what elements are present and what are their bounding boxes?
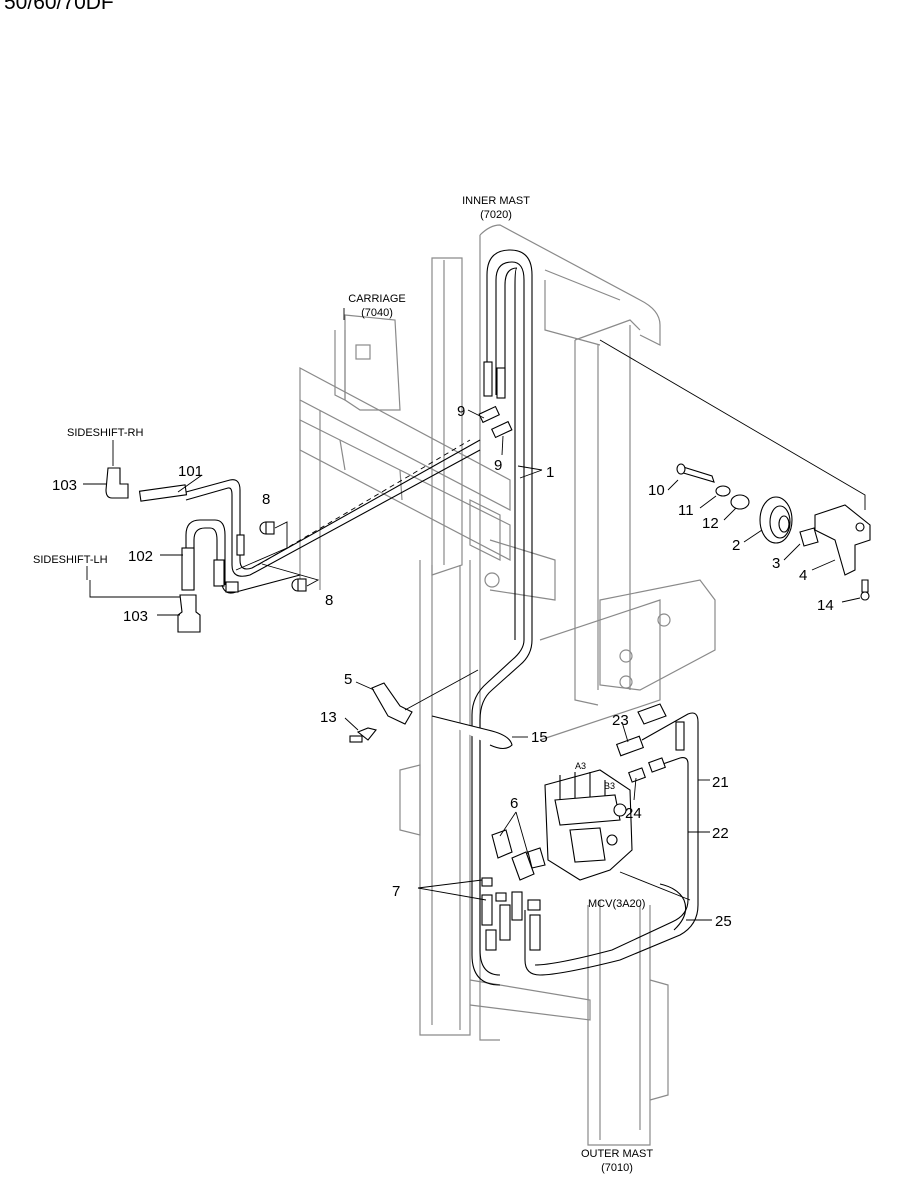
port-a3-label: A3: [575, 761, 586, 771]
callout-9b: 9: [494, 457, 502, 474]
sideshift-hoses: [138, 439, 481, 594]
callout-1: 1: [546, 464, 554, 481]
sheave-assembly: [599, 339, 871, 601]
hose-end-fittings: [478, 361, 513, 439]
callout-22: 22: [712, 825, 729, 842]
assembly-labels: INNER MAST (7020) CARRIAGE (7040) OUTER …: [33, 195, 653, 1174]
callout-12: 12: [702, 515, 719, 532]
outer-mast-label: OUTER MAST: [581, 1148, 653, 1160]
callout-2: 2: [732, 537, 740, 554]
carriage-code: (7040): [361, 307, 393, 319]
inner-mast-frame: [431, 224, 716, 1041]
leader-lines: [83, 308, 861, 921]
callout-7: 7: [392, 883, 400, 900]
mcv-label: MCV(3A20): [588, 898, 645, 910]
outer-mast-frame: [399, 560, 669, 1146]
model-title: 50/60/70DF: [4, 0, 114, 14]
elbow-and-tee-fittings: [481, 829, 546, 951]
callout-23: 23: [612, 712, 629, 729]
mcv-hoses: [524, 703, 699, 976]
callout-14: 14: [817, 597, 834, 614]
callout-24: 24: [625, 805, 642, 822]
callout-25: 25: [715, 913, 732, 930]
clamp-25: [659, 883, 687, 931]
carriage-frame: [299, 314, 556, 601]
callout-3: 3: [772, 555, 780, 572]
callout-15: 15: [531, 729, 548, 746]
callout-5: 5: [344, 671, 352, 688]
sideshift-rh-label: SIDESHIFT-RH: [67, 427, 143, 439]
port-b3-label: B3: [604, 781, 615, 791]
callout-8b: 8: [325, 592, 333, 609]
callout-11: 11: [678, 502, 694, 519]
plugs-8: [235, 521, 320, 592]
callout-10: 10: [648, 482, 665, 499]
callout-6: 6: [510, 795, 518, 812]
callout-numbers: 1 2 3 4 5 6 7 8 8 9 9 10 11 12 13 14 15 …: [52, 403, 834, 930]
lift-hose-assembly: [471, 249, 533, 986]
elbow-fittings-103: [105, 467, 201, 633]
callout-101: 101: [178, 463, 203, 480]
callout-13: 13: [320, 709, 337, 726]
callout-103b: 103: [123, 608, 148, 625]
carriage-label: CARRIAGE: [348, 293, 405, 305]
callout-9a: 9: [457, 403, 465, 420]
callout-102: 102: [128, 548, 153, 565]
callout-103a: 103: [52, 477, 77, 494]
outer-mast-code: (7010): [601, 1162, 633, 1174]
callout-4: 4: [799, 567, 807, 584]
mcv-valve-block: [544, 769, 691, 901]
inner-mast-code: (7020): [480, 209, 512, 221]
inner-mast-label: INNER MAST: [462, 195, 530, 207]
callout-21: 21: [712, 774, 729, 791]
sideshift-lh-label: SIDESHIFT-LH: [33, 554, 108, 566]
bracket-and-clamp: [349, 669, 528, 750]
callout-8a: 8: [262, 491, 270, 508]
